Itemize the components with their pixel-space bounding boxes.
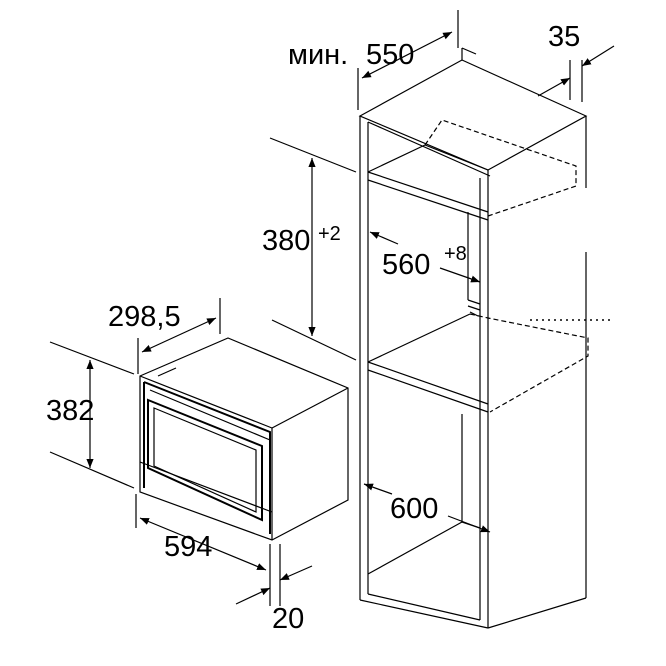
appliance-depth-label: 298,5 [108, 301, 181, 333]
tall-cabinet [358, 47, 612, 629]
dim-niche-height: 380 +2 [262, 137, 357, 361]
wall-gap-label: 35 [548, 21, 580, 53]
dim-inner-depth: 600 [363, 483, 491, 533]
appliance-width-label: 594 [164, 531, 212, 563]
appliance-height-label: 382 [46, 395, 94, 427]
dim-cabinet-depth: мин. 550 [288, 10, 459, 110]
dim-appliance-width: 594 [135, 494, 281, 606]
niche-height-label: 380 [262, 225, 310, 257]
niche-height-tolerance: +2 [318, 223, 341, 245]
cabinet-depth-label: 550 [366, 39, 414, 71]
dim-wall-gap: 35 [537, 21, 615, 102]
depth-prefix-label: мин. [288, 39, 348, 71]
dim-appliance-height: 382 [46, 341, 135, 489]
dim-appliance-depth: 298,5 [108, 298, 221, 374]
inner-depth-label: 600 [390, 493, 438, 525]
dim-front-thickness: 20 [235, 565, 313, 635]
dim-niche-width: 560 +8 [369, 231, 481, 283]
front-thickness-label: 20 [272, 603, 304, 635]
niche-width-tolerance: +8 [444, 243, 467, 265]
appliance [139, 337, 349, 541]
niche-width-label: 560 [382, 249, 430, 281]
